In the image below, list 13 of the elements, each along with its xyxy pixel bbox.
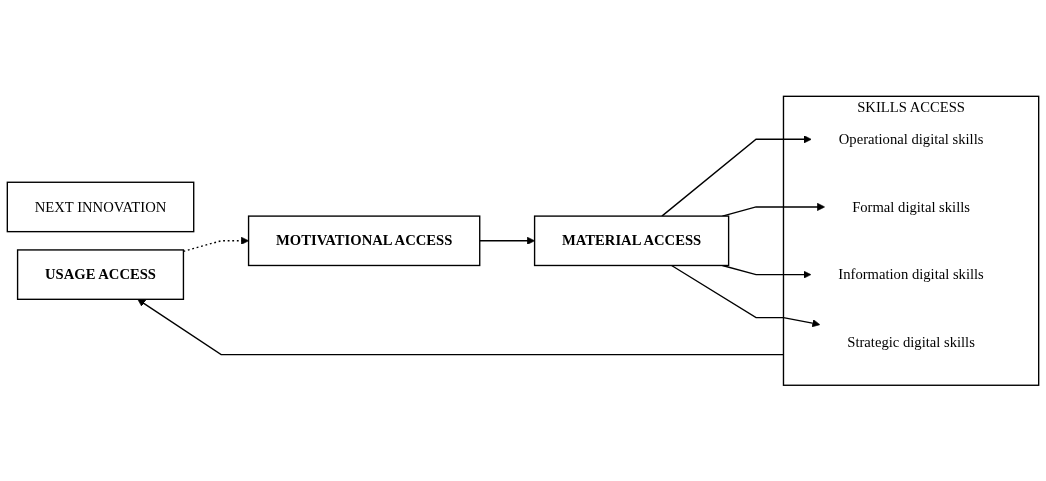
- arrow: [182, 236, 249, 252]
- arrow: [661, 134, 812, 217]
- node-text: Formal digital skills: [852, 198, 971, 214]
- node-text: Operational digital skills: [838, 130, 984, 147]
- arrow: [479, 236, 535, 245]
- node-box: MATERIAL ACCESS: [533, 215, 730, 266]
- node-text: Strategic digital skills: [847, 333, 975, 350]
- node-box: MOTIVATIONAL ACCESS: [247, 215, 481, 266]
- node-box: NEXT INNOVATION: [6, 181, 195, 233]
- arrow: [137, 298, 785, 355]
- node-text: Information digital skills: [838, 266, 984, 282]
- arrow: [670, 264, 821, 327]
- node-box: USAGE ACCESS: [16, 248, 185, 300]
